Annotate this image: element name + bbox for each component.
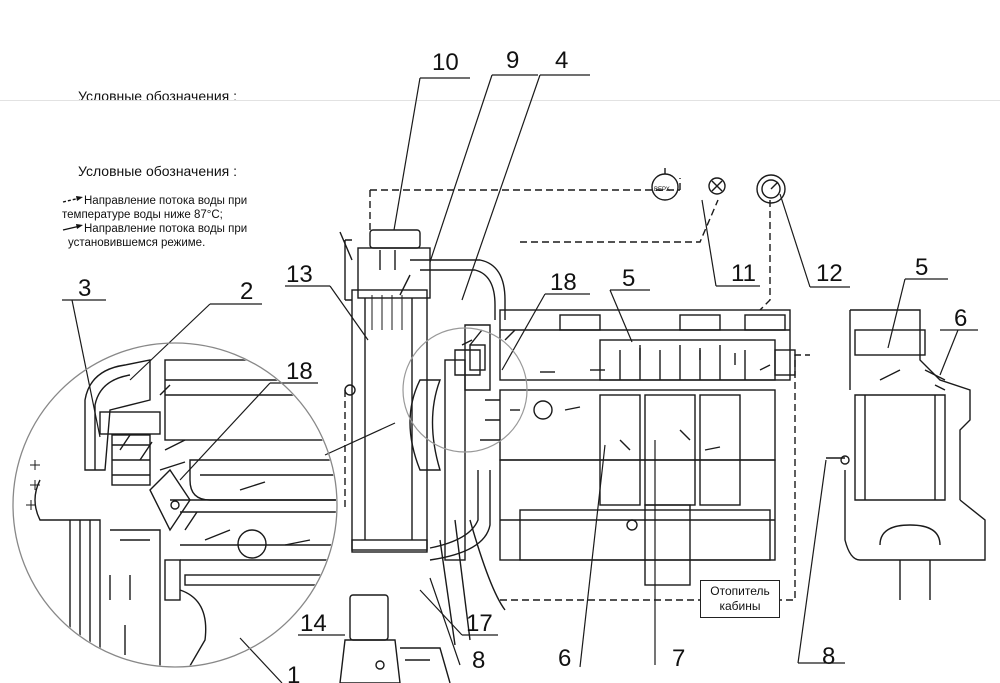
legend-item-steady-line2: установившемся режиме.: [68, 237, 206, 249]
legend-item-steady: Направление потока воды при: [62, 222, 247, 236]
callout-numbers: 10 9 4 13 3 2 18 18 5 11 12 5 6 14 17 8 …: [78, 47, 967, 683]
callout-6-right: 6: [954, 305, 967, 332]
callout-2: 2: [240, 278, 253, 305]
callout-8: 8: [472, 647, 485, 674]
legend-item-cold: Направление потока воды при: [62, 194, 247, 208]
engine-block: [344, 178, 810, 601]
legend-title: Условные обозначения :: [78, 163, 238, 179]
pressure-cap: ВЕРХ: [651, 168, 679, 201]
callout-18-detail: 18: [286, 358, 313, 385]
callout-5: 5: [622, 265, 635, 292]
callout-13: 13: [286, 261, 313, 288]
callout-14: 14: [300, 610, 327, 637]
detail-magnifier: [12, 342, 338, 668]
detail-flow-arrows: [109, 384, 311, 655]
engine-flow-arrows: [510, 348, 771, 451]
callout-10: 10: [432, 49, 459, 76]
cabin-heater-box: Отопитель кабины: [700, 580, 780, 618]
callout-18: 18: [550, 269, 577, 296]
callout-7: 7: [672, 645, 685, 672]
cap-label: ВЕРХ: [654, 187, 670, 193]
callout-5-right: 5: [915, 254, 928, 281]
thermostat-housing: [402, 327, 528, 453]
leader-lines: [62, 74, 978, 683]
overlay-band: [0, 100, 1000, 177]
temperature-gauge-icon: [756, 174, 786, 204]
callout-6: 6: [558, 645, 571, 672]
callout-4: 4: [555, 47, 568, 74]
callout-9: 9: [506, 47, 519, 74]
legend-item-cold-line2: температуре воды ниже 87°С;: [62, 209, 223, 221]
temperature-sensor-icon: [708, 177, 726, 195]
legend-item-steady-line1: Направление потока воды при: [84, 223, 248, 235]
legend: Направление потока воды при температуре …: [62, 194, 247, 250]
callout-11: 11: [731, 260, 756, 287]
engine-cross-section: [826, 309, 986, 600]
cabin-heater-line2: кабины: [719, 599, 761, 613]
radiator-flow-arrows: [379, 250, 516, 346]
cabin-heater-line1: Отопитель: [710, 584, 770, 598]
callout-8-right: 8: [822, 643, 835, 670]
legend-item-cold-line1: Направление потока воды при: [84, 195, 248, 207]
solid-arrow-icon: [62, 224, 83, 231]
callout-1: 1: [287, 662, 300, 683]
radiator: [339, 229, 506, 646]
callout-3: 3: [78, 275, 91, 302]
callout-12: 12: [816, 260, 843, 287]
dashed-arrow-icon: [62, 196, 83, 203]
water-pump: [339, 594, 451, 683]
callout-17: 17: [466, 610, 493, 637]
